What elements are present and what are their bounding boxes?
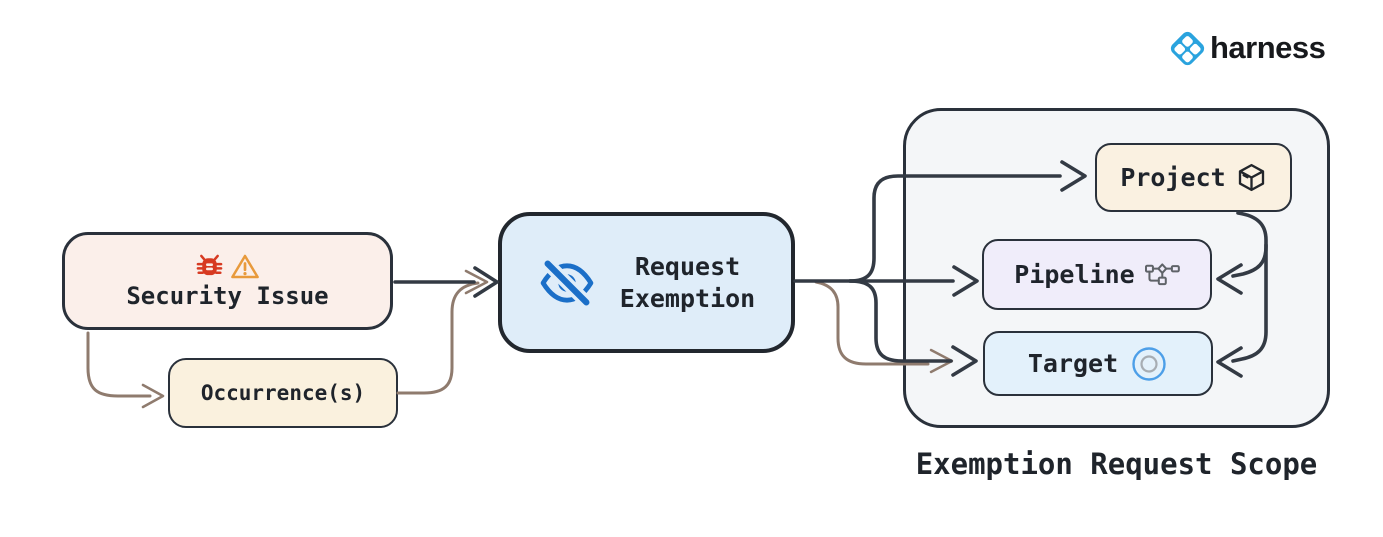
target-node: Target [983, 331, 1213, 396]
security-issue-label: Security Issue [126, 281, 329, 310]
arrowhead-occurrences [141, 383, 165, 409]
arrowhead-exemption-secondary [464, 269, 489, 295]
request-exemption-label: Request Exemption [619, 252, 756, 313]
harness-wordmark: harness [1210, 30, 1326, 65]
target-icon [1132, 346, 1166, 381]
edge-security-to-occurrences [86, 331, 152, 398]
harness-diamond-icon [1167, 28, 1207, 68]
project-label: Project [1120, 163, 1226, 192]
eye-slash-icon [540, 256, 594, 309]
warning-icon [230, 254, 259, 278]
edge-occurrences-to-exemption [396, 281, 480, 395]
scope-caption: Exemption Request Scope [915, 447, 1318, 481]
occurrences-node: Occurrence(s) [168, 358, 398, 428]
arrowhead-exemption [473, 266, 499, 298]
security-issue-icons [196, 253, 260, 280]
harness-logo: harness [1167, 28, 1326, 68]
pipeline-node: Pipeline [982, 239, 1212, 310]
request-exemption-node: Request Exemption [498, 212, 795, 353]
pipeline-icon [1144, 263, 1180, 286]
target-label: Target [1027, 349, 1119, 378]
security-issue-node: Security Issue [62, 232, 393, 330]
pipeline-label: Pipeline [1014, 260, 1135, 289]
package-icon [1238, 163, 1264, 192]
bug-icon [196, 254, 222, 275]
occurrences-label: Occurrence(s) [200, 381, 366, 405]
project-node: Project [1095, 143, 1292, 212]
